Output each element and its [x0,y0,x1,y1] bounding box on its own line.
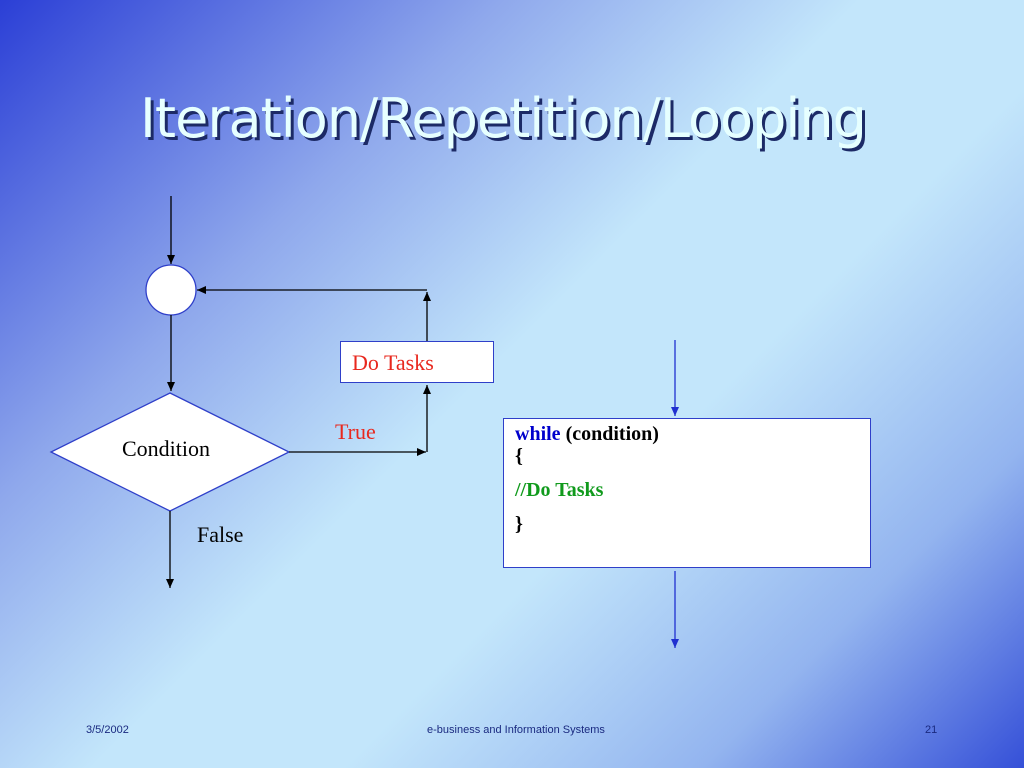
footer-page-number: 21 [925,724,938,736]
code-spacer [515,501,870,513]
code-keyword: while [515,423,561,445]
code-open-brace: { [515,445,523,467]
do-tasks-box: Do Tasks [340,341,494,383]
condition-label: Condition [122,436,211,461]
junction-circle [145,264,197,316]
code-while-line: while (condition) [515,423,870,445]
footer-course-title: e-business and Information Systems [427,724,605,736]
slide-title: Iteration/Repetition/Looping [140,87,867,150]
footer-date: 3/5/2002 [86,724,129,736]
code-comment: //Do Tasks [515,479,604,501]
code-box: while (condition) { //Do Tasks } [503,418,871,568]
false-label: False [197,522,244,547]
do-tasks-label: Do Tasks [352,350,434,375]
code-condition: (condition) [565,423,659,445]
true-label: True [335,419,376,444]
code-spacer [515,467,870,479]
code-close-brace: } [515,513,523,535]
